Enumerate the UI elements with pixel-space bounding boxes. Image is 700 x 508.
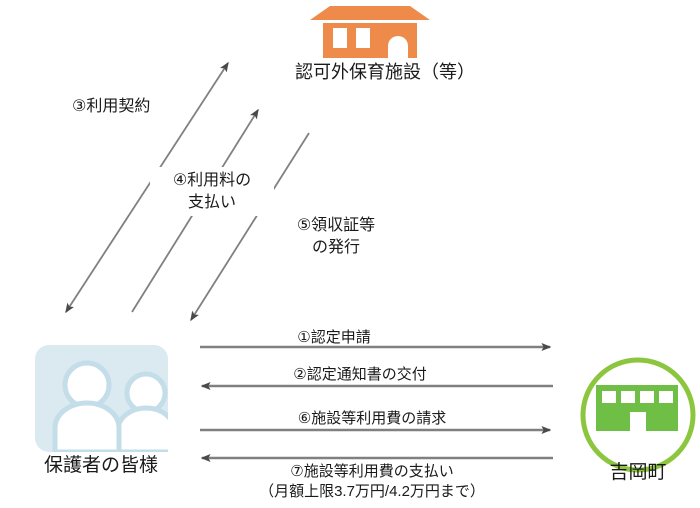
facility-label: 認可外保育施設（等） — [295, 62, 475, 82]
two-people-icon — [52, 360, 168, 452]
flow-label-f5: ⑤領収証等 の発行 — [268, 212, 404, 262]
flow-label-f5-line2: の発行 — [311, 238, 360, 256]
arrow-receipt-f5 — [190, 132, 310, 322]
flow-label-f4-line1: ④利用料の — [172, 172, 252, 189]
facility-entity — [310, 4, 430, 60]
flow-label-f1: ①認定申請 — [297, 329, 371, 346]
town-label: 吉岡町 — [609, 462, 667, 483]
flow-label-f2: ②認定通知書の交付 — [293, 366, 427, 383]
flow-label-f7-line2: （月額上限3.7万円/4.2万円まで） — [259, 482, 485, 500]
flow-label-f4: ④利用料の 支払い — [150, 167, 274, 217]
flow-label-f5-line1: ⑤領収証等 — [296, 217, 376, 234]
house-icon — [310, 6, 430, 58]
town-entity — [578, 355, 698, 475]
flow-label-f3: ③利用契約 — [72, 98, 151, 115]
parents-entity — [35, 345, 168, 452]
flow-label-f4-line2: 支払い — [187, 193, 236, 211]
flow-label-f7-line1: ⑦施設等利用費の支払い — [290, 463, 454, 480]
arrow-contract-f3 — [65, 61, 229, 314]
flow-label-f6: ⑥施設等利用費の請求 — [297, 410, 447, 427]
flow-label-f7: ⑦施設等利用費の支払い （月額上限3.7万円/4.2万円まで） — [259, 462, 485, 501]
parents-label: 保護者の皆様 — [43, 455, 159, 476]
town-office-building-icon — [580, 357, 696, 473]
